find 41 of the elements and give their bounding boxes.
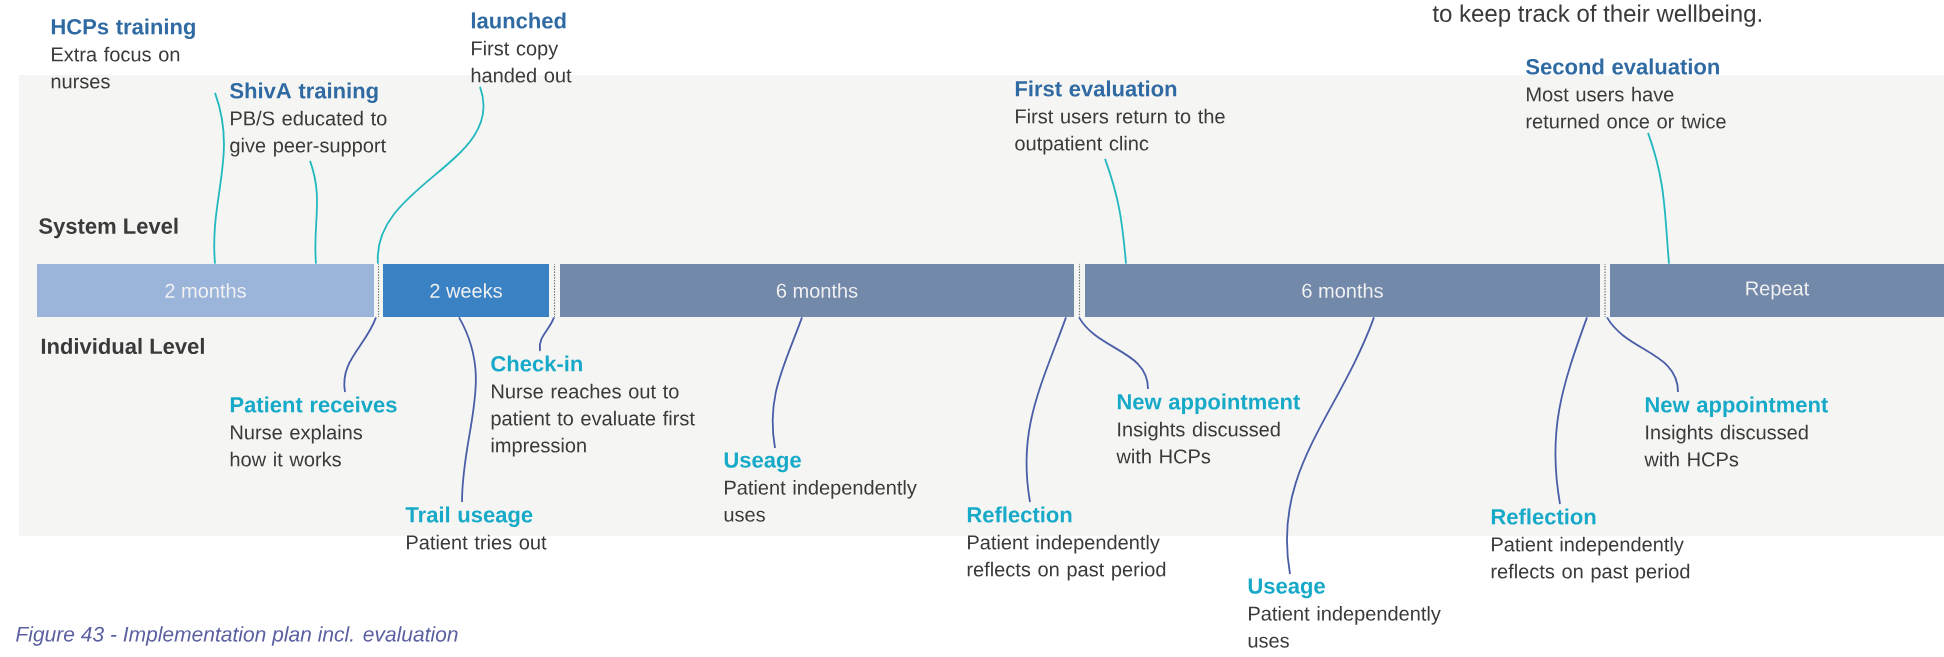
level-label: Individual Level — [41, 337, 204, 355]
leader-line — [1606, 316, 1679, 393]
note-text: to keep track of their wellbeing. — [1432, 4, 1761, 27]
leader-line — [1104, 158, 1127, 265]
leader-line — [1647, 132, 1670, 265]
milestone-text: Reflection Patient independently reflects on past period — [967, 506, 1166, 581]
timeline-segment: Repeat — [1610, 264, 1944, 317]
leader-line — [538, 316, 555, 352]
milestone-text: First evaluation First users return to the outpatient clinc — [1015, 80, 1225, 155]
milestone-text: Useage Patient independently uses — [724, 452, 917, 522]
leader-line — [213, 92, 225, 265]
milestone-text: HCPs training Extra focus on nurses — [51, 18, 195, 89]
milestone-text: Patient receives Nurse explains how it works — [230, 396, 397, 467]
leader-line — [771, 316, 803, 449]
timeline-segment: 6 months — [1085, 264, 1600, 317]
milestone-text: Reflection Patient independently reflects on past period — [1491, 508, 1690, 583]
timeline-segment: 2 months — [37, 264, 374, 317]
milestone-text: Useage Patient independently uses — [1248, 578, 1441, 648]
leader-line — [309, 160, 318, 265]
milestone-text: launched First copy handed out — [471, 12, 572, 83]
milestone-text: Second evaluation Most users have returned once or twice — [1526, 58, 1726, 129]
leader-line — [377, 86, 485, 265]
leader-line — [343, 316, 377, 393]
figure-caption: Figure 43 - Implementation plan incl. evaluation — [16, 626, 458, 646]
milestone-text: Check-in Nurse reaches out to patient to evaluate first impression — [491, 355, 695, 457]
divider-line — [1079, 263, 1080, 318]
divider-line — [378, 263, 379, 318]
milestone-text: Trail useage Patient tries out — [405, 506, 547, 550]
milestone-text: New appointment Insights discussed with HCPs — [1644, 396, 1828, 467]
divider-line — [1604, 263, 1606, 318]
milestone-text: ShivA training PB/S educated to give peer-support — [230, 82, 387, 157]
milestone-text: New appointment Insights discussed with HCPs — [1116, 393, 1300, 464]
leader-line — [1078, 316, 1149, 390]
level-label: System Level — [39, 217, 178, 239]
timeline-segment: 2 weeks — [383, 264, 549, 317]
leader-line — [1286, 316, 1375, 575]
timeline-segment: 6 months — [560, 264, 1074, 317]
leader-line — [1554, 316, 1588, 505]
leader-line — [458, 316, 477, 503]
leader-line — [1025, 316, 1067, 503]
divider-line — [554, 263, 555, 318]
